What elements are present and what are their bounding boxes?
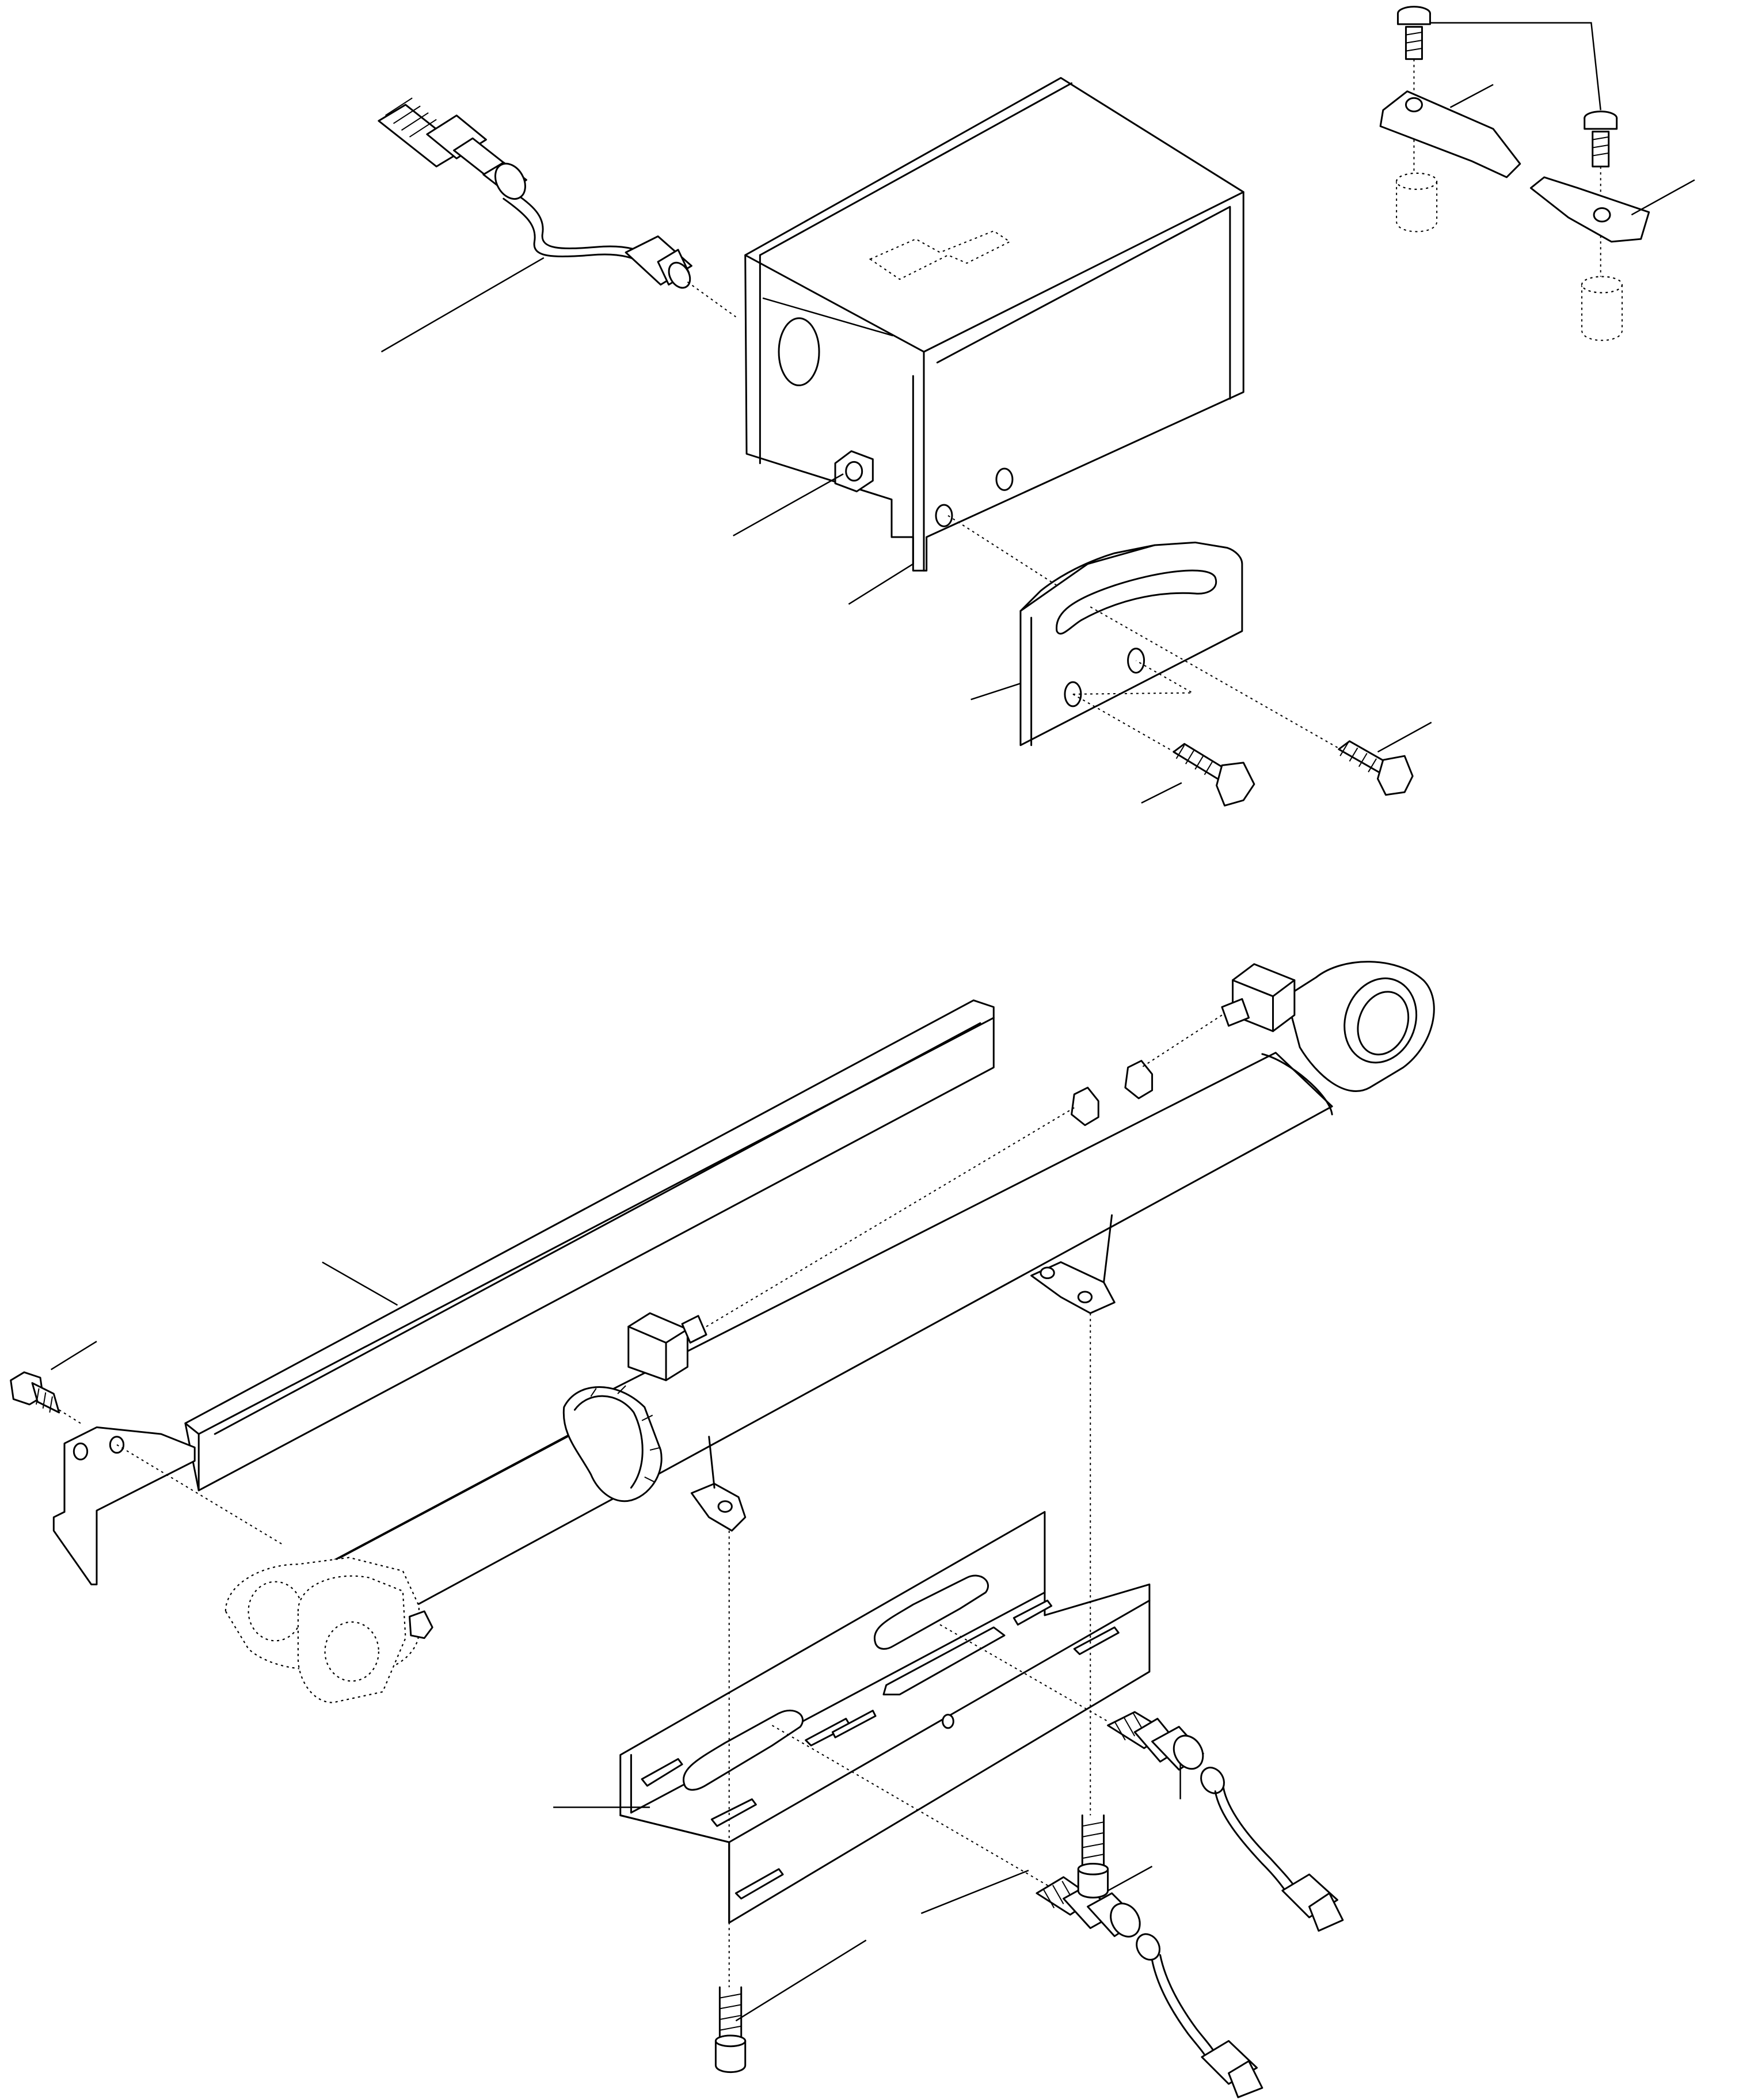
hydraulic-cylinder [226,962,1434,1703]
hex-nut [835,451,873,492]
trip-flag-upper [1380,92,1520,177]
spacer-upper [1396,173,1437,231]
sensor-cable-bottom [1037,1877,1262,2098]
guide-rail-bar [54,1000,994,1585]
flange-bolt-detail-lower [1585,112,1617,289]
rail-bolt [11,1372,81,1424]
socket-cap-screw-right [1078,1816,1107,1898]
sensor-housing-box [745,78,1243,607]
spacer-lower [1582,276,1622,340]
proximity-sensor-cable-top [379,98,736,317]
flange-bolt-left [1174,744,1254,805]
sensor-cable-right [1108,1712,1343,1931]
flange-bolt-right [1339,741,1413,795]
housing-side-plate [848,564,913,604]
slotted-mounting-plate [1021,542,1343,755]
channel-bracket [621,1313,1150,2048]
trip-flag-lower [1531,177,1649,242]
socket-cap-screw-bottom [715,1987,745,2072]
